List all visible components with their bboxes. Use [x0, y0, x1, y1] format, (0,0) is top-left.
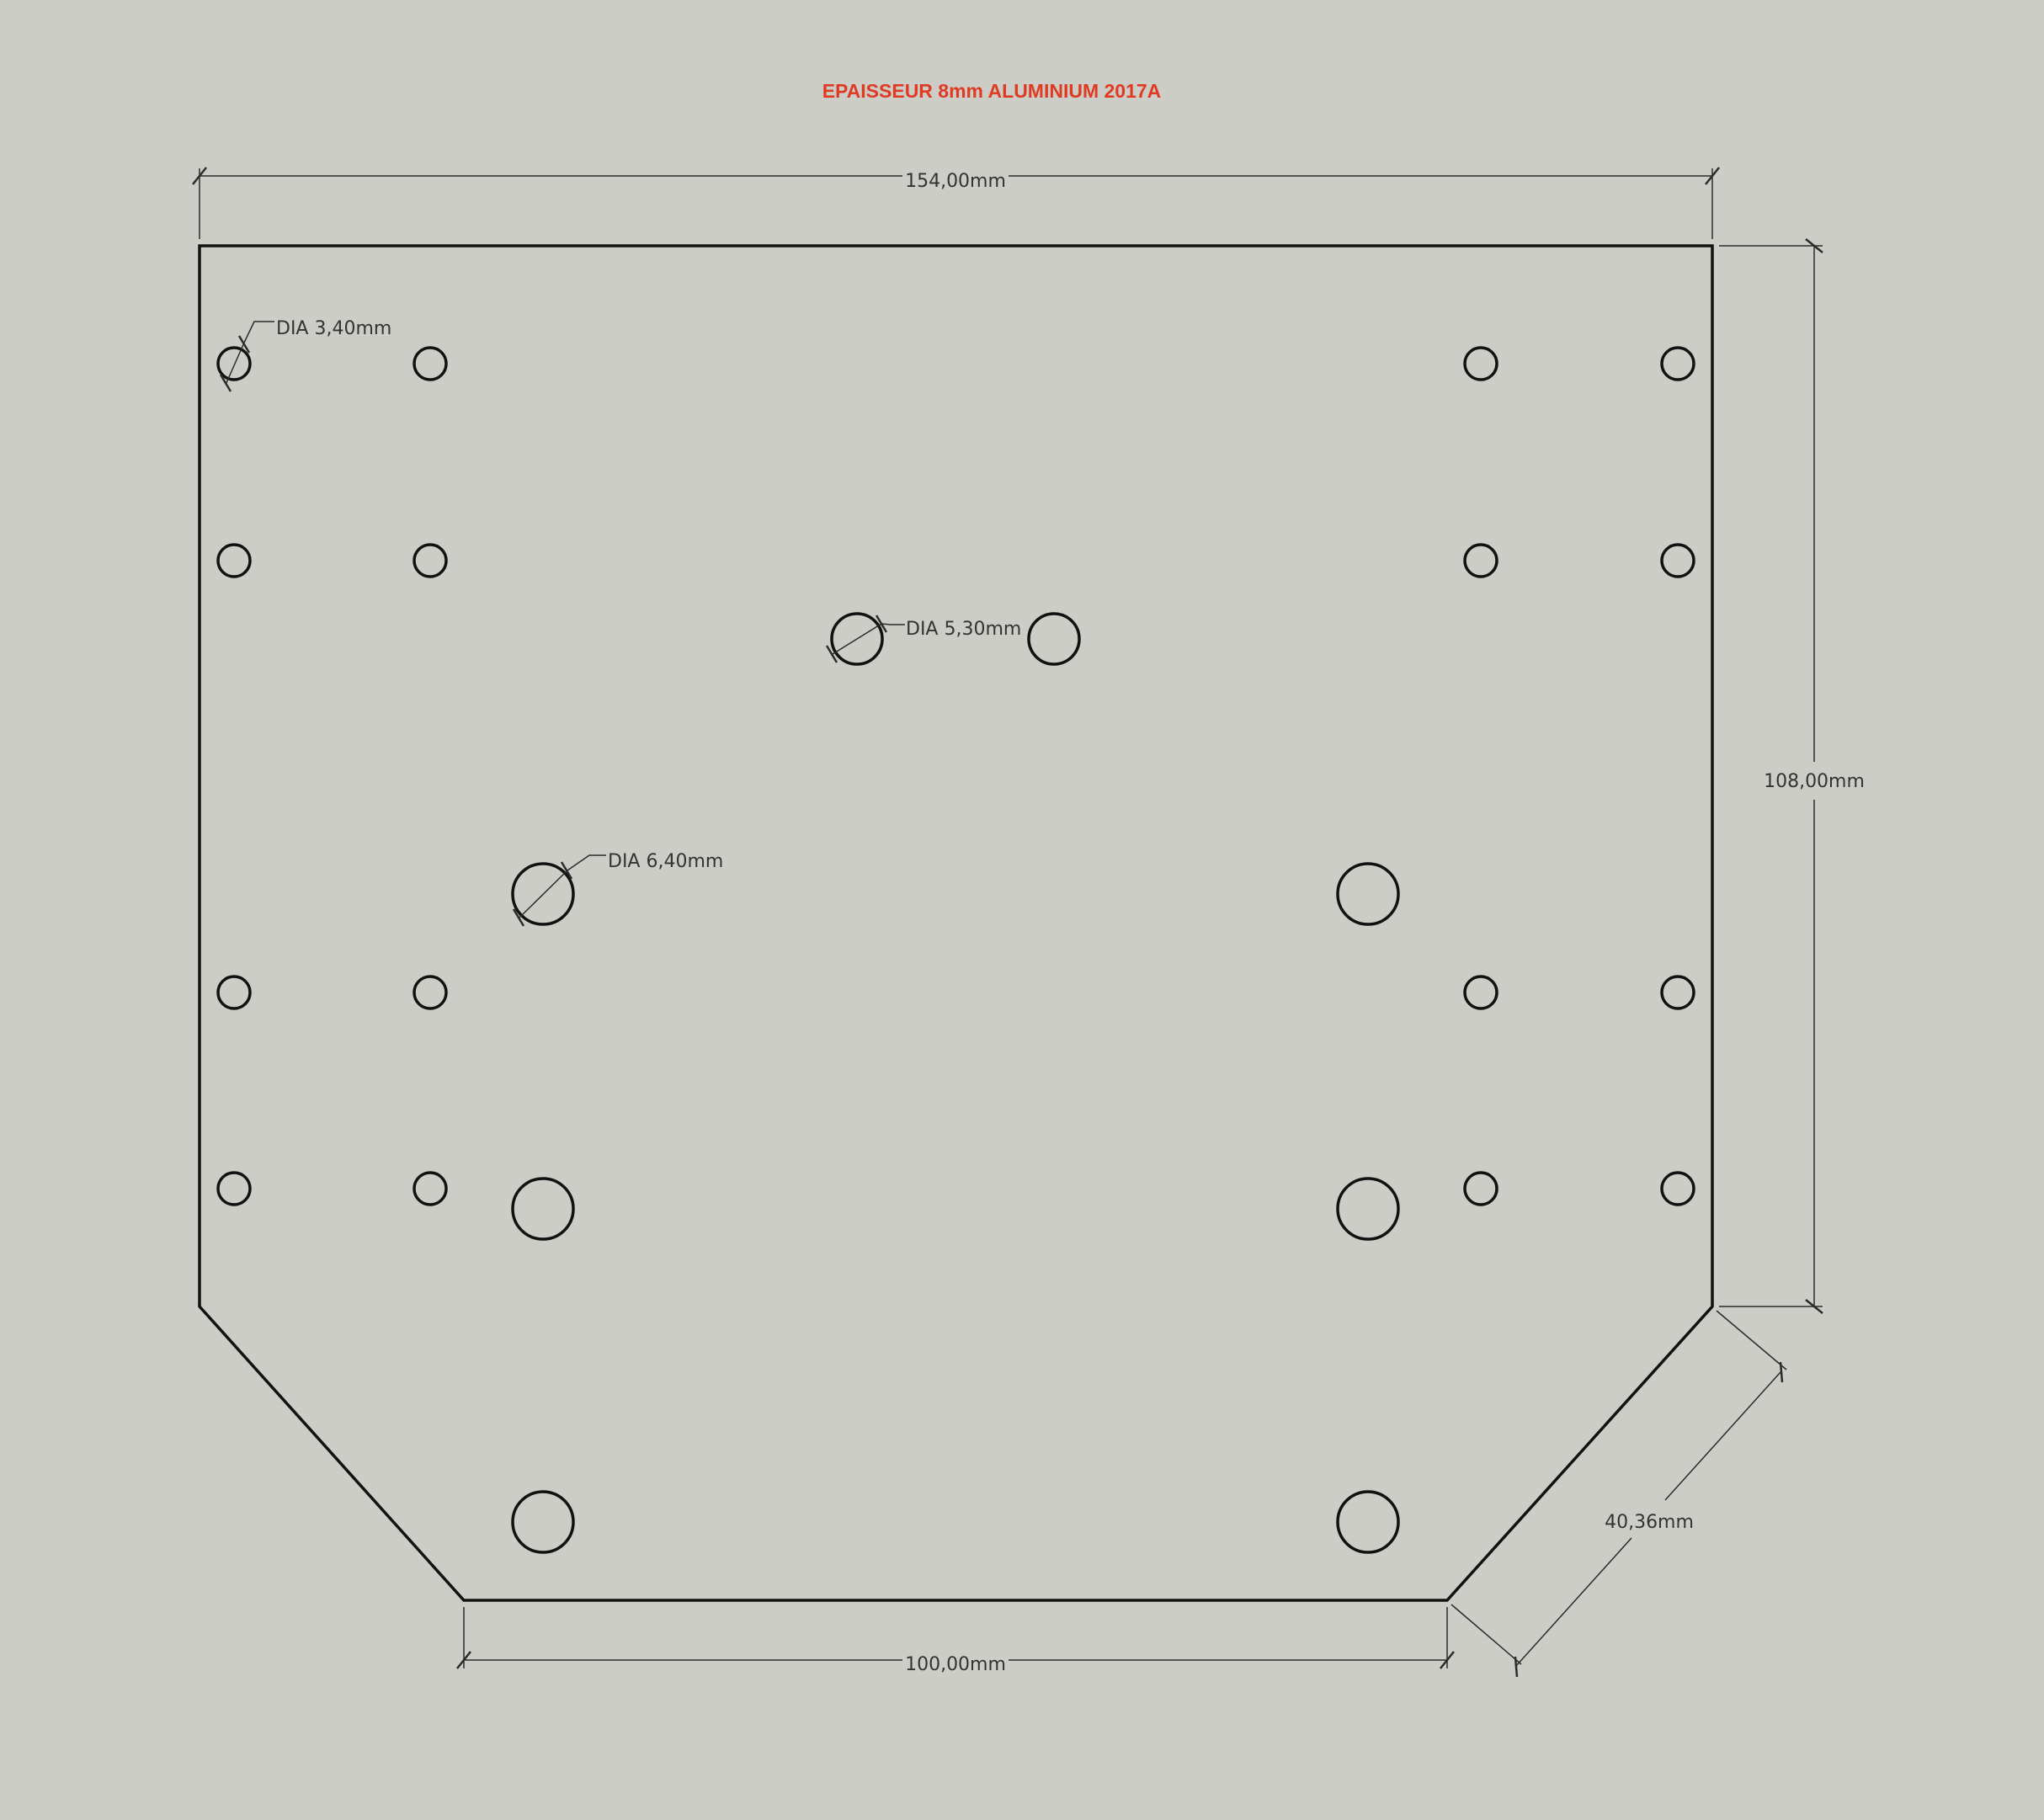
small-hole	[1660, 1171, 1695, 1206]
large-hole	[1336, 862, 1400, 926]
medium-hole	[830, 612, 884, 666]
width-dimension: 154,00mm	[192, 167, 1720, 239]
small-hole	[216, 1171, 252, 1206]
small-hole	[1660, 346, 1695, 381]
small-holes	[216, 346, 1695, 1206]
width-dimension-label: 154,00mm	[905, 171, 1006, 192]
large-hole	[1336, 1177, 1400, 1241]
small-hole	[1463, 1171, 1498, 1206]
small-hole	[413, 543, 448, 578]
small-hole-callout-label: DIA 3,40mm	[276, 318, 391, 339]
small-hole	[216, 543, 252, 578]
large-hole	[1336, 1490, 1400, 1554]
small-hole	[1463, 975, 1498, 1010]
chamfer-dimension-label: 40,36mm	[1605, 1512, 1694, 1533]
large-hole-callout-label: DIA 6,40mm	[608, 851, 723, 872]
bottom-width-dimension-label: 100,00mm	[905, 1654, 1006, 1675]
small-hole	[1463, 346, 1498, 381]
small-hole	[1463, 543, 1498, 578]
small-hole-callout: DIA 3,40mm	[219, 318, 391, 392]
large-hole-callout: DIA 6,40mm	[512, 851, 723, 927]
small-hole	[1660, 975, 1695, 1010]
small-hole	[413, 975, 448, 1010]
large-holes	[511, 862, 1400, 1554]
medium-hole-callout: DIA 5,30mm	[825, 615, 1021, 663]
medium-hole-callout-label: DIA 5,30mm	[906, 619, 1021, 640]
medium-holes	[830, 612, 1081, 666]
height-dimension-label: 108,00mm	[1764, 771, 1865, 792]
height-dimension: 108,00mm	[1719, 238, 1865, 1314]
small-hole	[216, 346, 252, 381]
small-hole	[216, 975, 252, 1010]
chamfer-dimension: 40,36mm	[1450, 1310, 1787, 1678]
plate-outline	[198, 244, 1714, 1602]
large-hole	[511, 1177, 575, 1241]
page-title: EPAISSEUR 8mm ALUMINIUM 2017A	[822, 80, 1162, 102]
medium-hole	[1027, 612, 1081, 666]
small-hole	[1660, 543, 1695, 578]
large-hole	[511, 862, 575, 926]
large-hole	[511, 1490, 575, 1554]
small-hole	[413, 1171, 448, 1206]
small-hole	[413, 346, 448, 381]
bottom-width-dimension: 100,00mm	[456, 1607, 1455, 1675]
